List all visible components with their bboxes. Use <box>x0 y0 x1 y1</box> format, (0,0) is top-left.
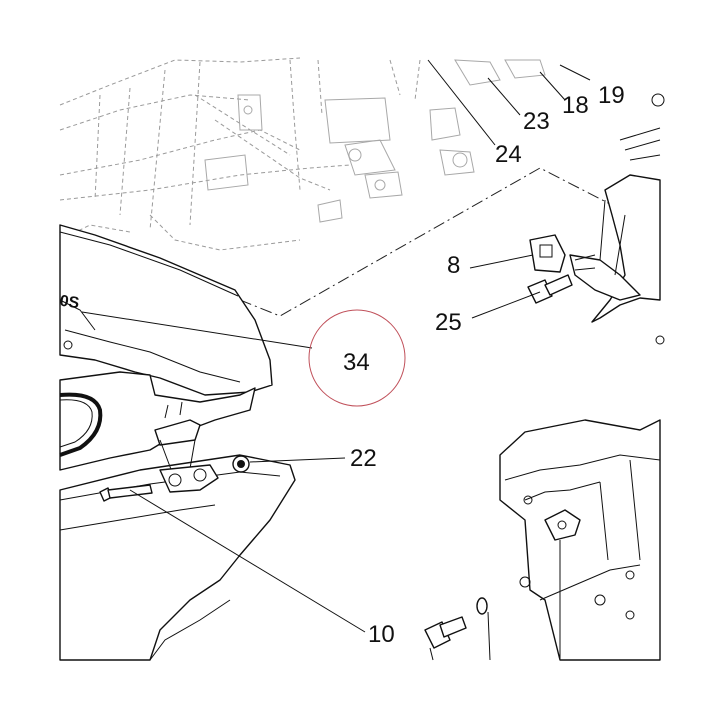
callout-labels: 19 18 23 24 8 25 34 22 10 <box>343 82 625 648</box>
callout-34-highlight-ring <box>308 309 406 407</box>
hinge-bracket <box>154 401 219 493</box>
side-panel-part-34: 0S <box>59 224 273 396</box>
callout-22: 22 <box>350 445 377 472</box>
clip-nut-part-8 <box>529 234 596 273</box>
leader-lines <box>81 59 591 633</box>
assembly-boundary-line <box>239 167 613 317</box>
callout-34: 34 <box>343 349 370 376</box>
upper-right-bracket <box>569 93 665 345</box>
callout-10: 10 <box>368 621 395 648</box>
callout-25: 25 <box>435 309 462 336</box>
part-marking-label: 0S <box>59 293 81 313</box>
callout-8: 8 <box>447 252 460 279</box>
callout-19: 19 <box>598 82 625 109</box>
callout-24: 24 <box>495 141 522 168</box>
background-frame-ghost <box>59 57 546 251</box>
lower-right-panel <box>499 419 661 661</box>
callout-23: 23 <box>523 108 550 135</box>
callout-18: 18 <box>562 92 589 119</box>
long-bolt-part-10 <box>99 484 153 502</box>
lower-body-panel <box>59 371 296 661</box>
grommet-part-22 <box>232 455 250 473</box>
bolt-part-25 <box>527 274 573 304</box>
lower-bolt-washer <box>424 597 491 661</box>
